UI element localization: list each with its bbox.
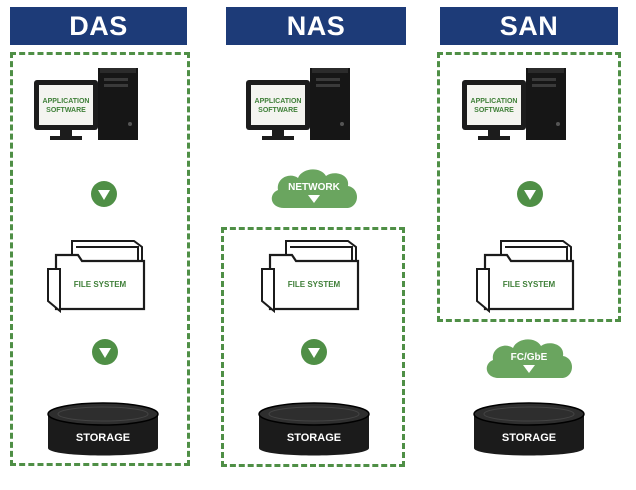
column-header-nas: NAS <box>226 7 406 45</box>
cloud-arrow-icon <box>523 365 535 373</box>
storage-disk-icon: STORAGE <box>258 402 370 457</box>
computer-icon: APPLICATION SOFTWARE <box>462 68 566 140</box>
arrow-down-circle-icon <box>91 181 117 207</box>
arrow-down-circle-icon <box>517 181 543 207</box>
application-label-line2: SOFTWARE <box>474 107 514 114</box>
application-label-line1: APPLICATION <box>471 98 518 105</box>
file-system-label: FILE SYSTEM <box>288 280 341 289</box>
computer-icon: APPLICATION SOFTWARE <box>34 68 138 140</box>
storage-disk-icon: STORAGE <box>473 402 585 457</box>
column-header-san: SAN <box>440 7 618 45</box>
column-header-das: DAS <box>10 7 187 45</box>
nas-boundary <box>221 227 405 467</box>
storage-disk-icon: STORAGE <box>47 402 159 457</box>
folder-icon: FILE SYSTEM <box>475 239 575 313</box>
cloud-icon: FC/GbE <box>486 339 572 378</box>
network-label: NETWORK <box>288 182 340 193</box>
application-label-line2: SOFTWARE <box>258 107 298 114</box>
arrow-down-circle-icon <box>92 339 118 365</box>
folder-icon: FILE SYSTEM <box>260 239 360 313</box>
arrow-down-circle-icon <box>301 339 327 365</box>
application-label-line1: APPLICATION <box>43 98 90 105</box>
das-boundary <box>10 52 190 466</box>
storage-label: STORAGE <box>76 432 130 444</box>
cloud-arrow-icon <box>308 195 320 203</box>
application-label-line1: APPLICATION <box>255 98 302 105</box>
storage-label: STORAGE <box>502 432 556 444</box>
file-system-label: FILE SYSTEM <box>503 280 556 289</box>
cloud-icon: NETWORK <box>271 169 357 208</box>
storage-label: STORAGE <box>287 432 341 444</box>
san-boundary <box>437 52 621 322</box>
fc-gbe-label: FC/GbE <box>511 352 548 363</box>
application-label-line2: SOFTWARE <box>46 107 86 114</box>
computer-icon: APPLICATION SOFTWARE <box>246 68 350 140</box>
folder-icon: FILE SYSTEM <box>46 239 146 313</box>
file-system-label: FILE SYSTEM <box>74 280 127 289</box>
